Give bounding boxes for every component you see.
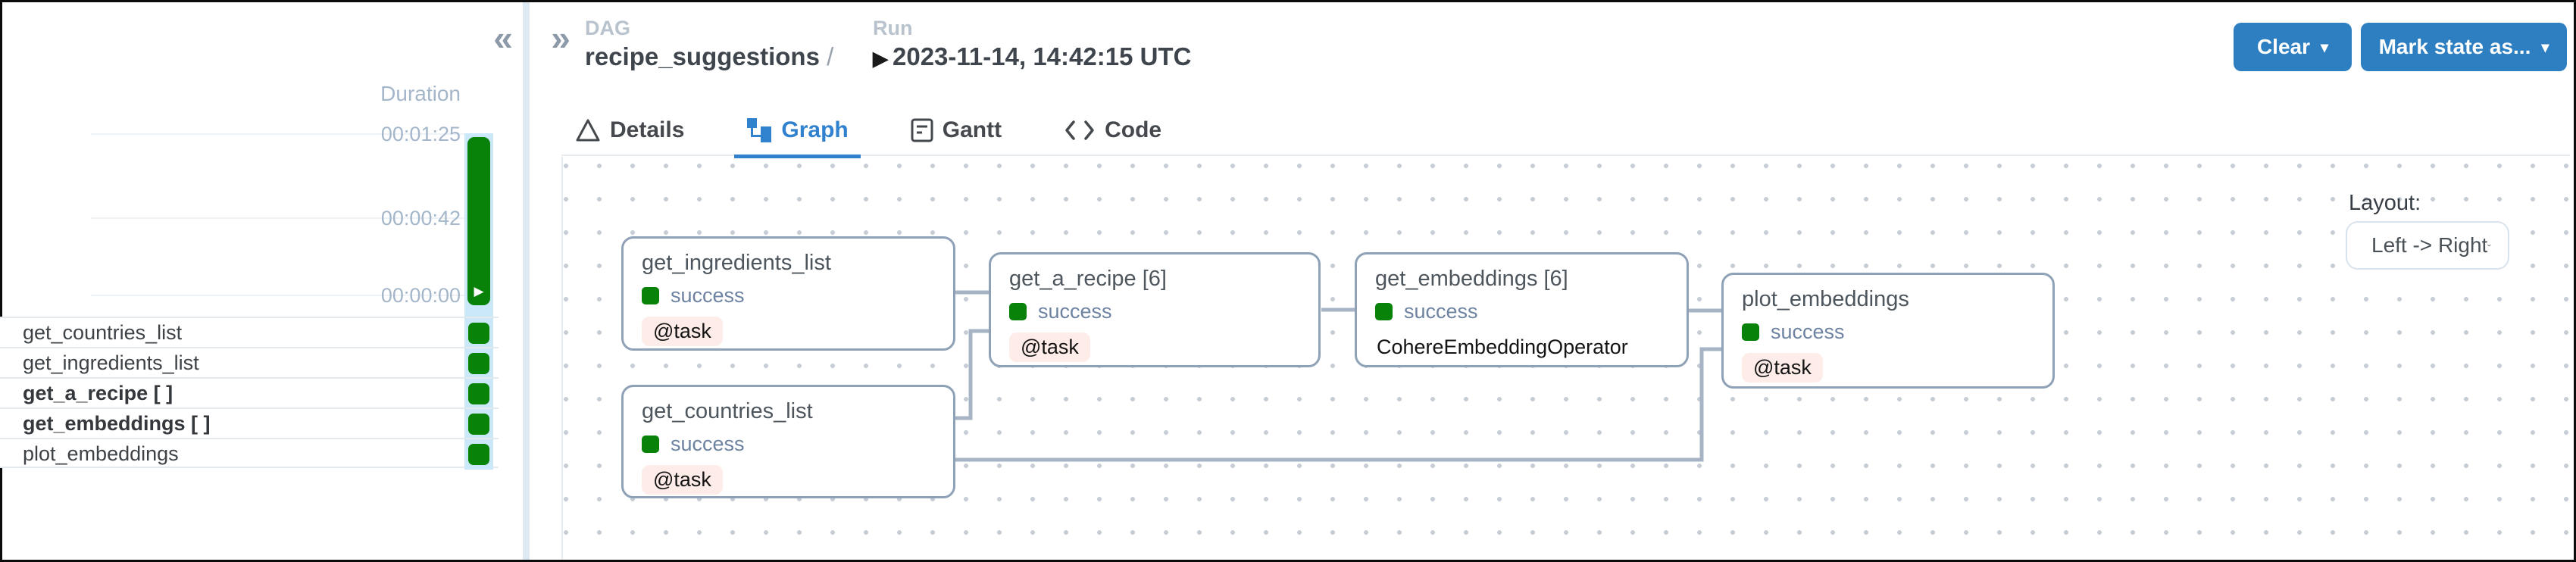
clear-button-label: Clear xyxy=(2256,35,2310,58)
tab-label: Gantt xyxy=(942,117,1002,142)
view-tabs: Details Graph Gantt Code xyxy=(561,105,2570,158)
node-status-text: success xyxy=(671,284,745,307)
tab-gantt[interactable]: Gantt xyxy=(906,105,1006,155)
tab-code[interactable]: Code xyxy=(1059,105,1166,155)
task-label: get_countries_list xyxy=(23,321,183,344)
graph-node-get-ingredients-list[interactable]: get_ingredients_list success @task xyxy=(621,236,955,351)
panel-divider[interactable] xyxy=(523,2,530,560)
task-row-get-a-recipe[interactable]: get_a_recipe [ ] xyxy=(0,377,499,409)
layout-direction-select[interactable]: Left -> Right xyxy=(2346,221,2509,270)
task-decorator-badge: @task xyxy=(1009,333,1090,362)
node-status-text: success xyxy=(671,432,745,455)
success-status-icon xyxy=(1009,303,1027,320)
mark-state-as-button[interactable]: Mark state as... ▾ xyxy=(2361,23,2567,71)
node-title: get_a_recipe [6] xyxy=(1009,267,1167,291)
duration-tick: 00:00:00 xyxy=(380,284,461,307)
layout-selected-value: Left -> Right xyxy=(2371,233,2488,257)
dropdown-caret-icon: ▾ xyxy=(2541,39,2549,56)
task-label: get_a_recipe [ ] xyxy=(23,382,174,404)
graph-node-plot-embeddings[interactable]: plot_embeddings success @task xyxy=(1721,273,2055,389)
task-instance-success-square[interactable] xyxy=(468,353,489,374)
dag-name-text: recipe_suggestions xyxy=(585,42,820,70)
chevron-down-icon xyxy=(2487,244,2491,247)
success-status-icon xyxy=(642,287,659,304)
duration-gridline xyxy=(91,133,465,135)
collapse-panel-icon[interactable]: « xyxy=(493,18,513,58)
layout-label: Layout: xyxy=(2349,191,2421,215)
run-type-manual-icon: ▶ xyxy=(873,47,888,70)
mark-state-button-label: Mark state as... xyxy=(2378,35,2531,58)
task-label: get_embeddings [ ] xyxy=(23,412,211,435)
manual-run-icon: ▶ xyxy=(474,284,484,298)
graph-nodes-icon xyxy=(747,118,772,142)
dag-breadcrumb-label: DAG xyxy=(585,17,630,39)
warning-triangle-icon xyxy=(576,119,600,142)
success-status-icon xyxy=(1375,303,1393,320)
task-decorator-badge: @task xyxy=(642,317,723,346)
task-label: get_ingredients_list xyxy=(23,351,199,374)
task-row-plot-embeddings[interactable]: plot_embeddings xyxy=(0,438,499,470)
operator-name-label: CohereEmbeddingOperator xyxy=(1377,336,1628,358)
tab-details[interactable]: Details xyxy=(571,105,689,155)
node-title: plot_embeddings xyxy=(1742,287,1909,311)
tab-graph[interactable]: Graph xyxy=(734,105,861,158)
task-decorator-badge: @task xyxy=(642,465,723,495)
expand-panel-icon[interactable]: » xyxy=(551,18,571,58)
duration-axis-title: Duration xyxy=(380,82,461,105)
tab-label: Details xyxy=(610,117,685,142)
task-row-get-ingredients-list[interactable]: get_ingredients_list xyxy=(0,347,499,379)
node-status-text: success xyxy=(1771,320,1845,343)
tab-label: Graph xyxy=(781,117,849,142)
success-status-icon xyxy=(1742,323,1759,341)
graph-node-get-embeddings[interactable]: get_embeddings [6] success CohereEmbeddi… xyxy=(1355,252,1689,367)
task-instance-success-square[interactable] xyxy=(468,323,489,344)
tab-label: Code xyxy=(1105,117,1162,142)
duration-gridline xyxy=(91,295,465,296)
node-title: get_embeddings [6] xyxy=(1375,267,1568,291)
task-decorator-badge: @task xyxy=(1742,353,1823,382)
run-timestamp: 2023-11-14, 14:42:15 UTC xyxy=(893,42,1192,70)
task-label: plot_embeddings xyxy=(23,442,179,465)
node-status-text: success xyxy=(1038,300,1112,323)
run-id[interactable]: ▶2023-11-14, 14:42:15 UTC xyxy=(873,42,1191,71)
breadcrumb-separator: / xyxy=(819,42,834,70)
code-brackets-icon xyxy=(1065,120,1094,140)
task-row-get-countries-list[interactable]: get_countries_list xyxy=(0,317,499,348)
duration-tick: 00:01:25 xyxy=(380,123,461,145)
node-status-text: success xyxy=(1404,300,1478,323)
task-instance-success-square[interactable] xyxy=(468,444,489,465)
dag-name[interactable]: recipe_suggestions / xyxy=(585,42,833,71)
task-row-get-embeddings[interactable]: get_embeddings [ ] xyxy=(0,407,499,439)
dag-run-duration-bar[interactable]: ▶ xyxy=(467,137,490,305)
node-title: get_countries_list xyxy=(642,399,813,423)
task-list: get_countries_list get_ingredients_list … xyxy=(0,317,499,470)
graph-node-get-a-recipe[interactable]: get_a_recipe [6] success @task xyxy=(989,252,1321,367)
duration-tick: 00:00:42 xyxy=(380,207,461,229)
duration-gridline xyxy=(91,217,465,219)
graph-node-get-countries-list[interactable]: get_countries_list success @task xyxy=(621,385,955,498)
task-instance-success-square[interactable] xyxy=(468,414,489,435)
dropdown-caret-icon: ▾ xyxy=(2321,39,2329,56)
gantt-document-icon xyxy=(911,118,933,142)
clear-button[interactable]: Clear ▾ xyxy=(2234,23,2352,71)
task-instance-success-square[interactable] xyxy=(468,383,489,404)
node-title: get_ingredients_list xyxy=(642,251,831,275)
success-status-icon xyxy=(642,436,659,453)
run-breadcrumb-label: Run xyxy=(873,17,913,39)
